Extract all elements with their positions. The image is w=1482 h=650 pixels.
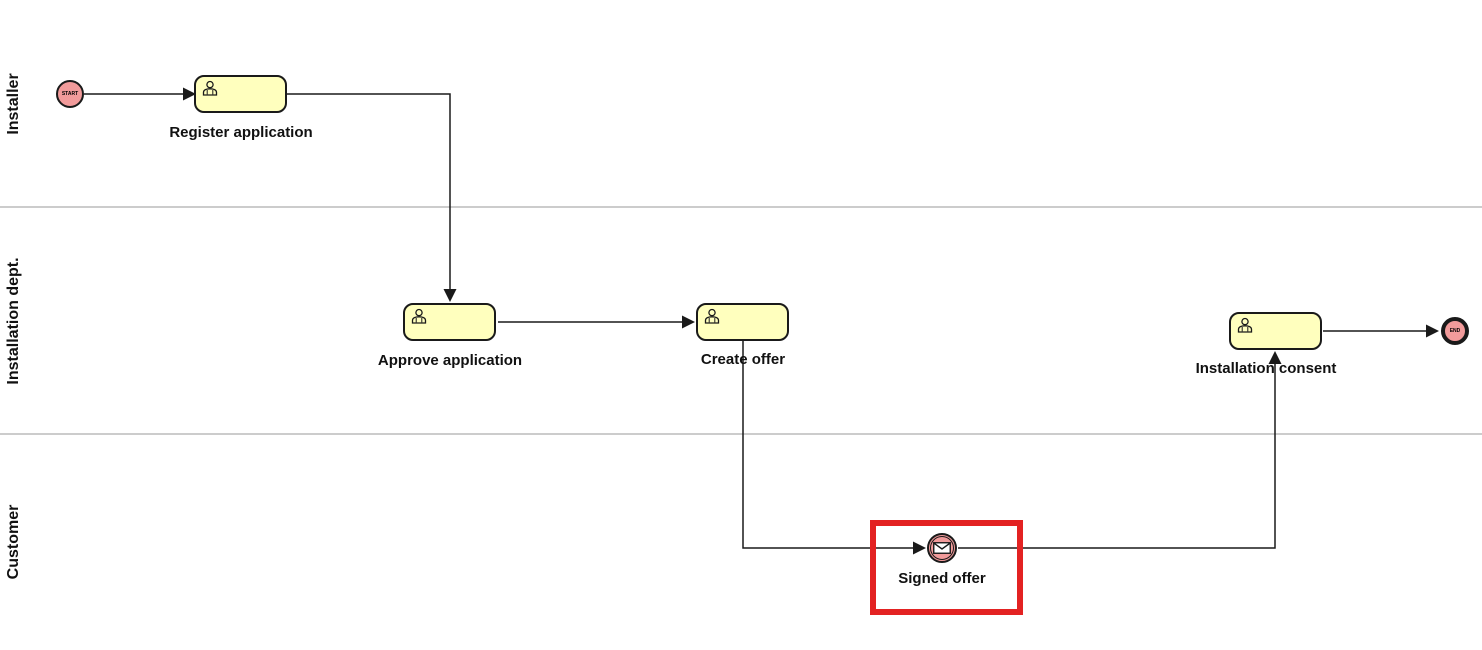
signed-offer-message-event[interactable] — [927, 533, 957, 563]
start-event-label: START — [61, 90, 79, 97]
user-task-icon — [1236, 317, 1254, 333]
flow-register-to-approve — [287, 93, 451, 289]
envelope-icon — [933, 542, 951, 554]
event-label-signed-offer: Signed offer — [898, 570, 986, 587]
lane-divider-2 — [0, 433, 1482, 435]
highlight-box — [870, 520, 1023, 615]
task-label-approve-application: Approve application — [377, 352, 523, 369]
task-label-register-application: Register application — [169, 124, 313, 141]
start-event[interactable]: START — [56, 80, 84, 108]
flow-create-to-signed-offer — [742, 341, 913, 549]
task-create-offer[interactable] — [696, 303, 789, 341]
end-event[interactable]: END — [1441, 317, 1469, 345]
user-task-icon — [201, 80, 219, 96]
task-approve-application[interactable] — [403, 303, 496, 341]
end-event-label: END — [1449, 327, 1461, 334]
user-task-icon — [703, 308, 721, 324]
task-installation-consent[interactable] — [1229, 312, 1322, 350]
task-register-application[interactable] — [194, 75, 287, 113]
task-label-installation-consent: Installation consent — [1195, 360, 1337, 377]
message-event-inner-ring — [930, 536, 954, 560]
task-label-create-offer: Create offer — [700, 351, 786, 368]
user-task-icon — [410, 308, 428, 324]
lane-divider-1 — [0, 206, 1482, 208]
flow-signed-offer-to-consent — [958, 364, 1276, 549]
arrowheads — [183, 87, 1439, 555]
